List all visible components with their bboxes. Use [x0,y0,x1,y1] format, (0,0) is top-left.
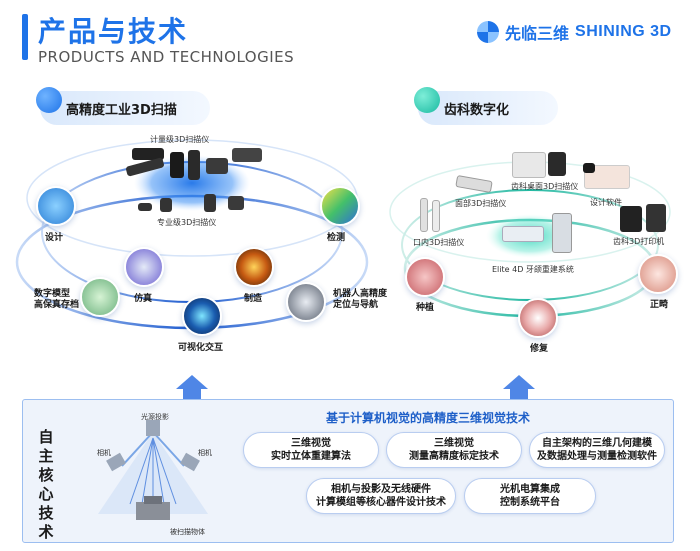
camera-left-icon [106,452,126,472]
teal-dot-icon [414,87,440,113]
robot-scanner-icon [232,148,262,162]
elite-system-label: Elite 4D 牙颌重建系统 [492,265,574,274]
pro-scanner-icon [204,194,216,212]
professional-scanner-label: 专业级3D扫描仪 [157,218,217,227]
frame-left [121,431,154,467]
core-technology-heading: 基于计算机视觉的高精度三维视觉技术 [326,411,531,425]
brand-logo: 先临三维 SHINING 3D [477,20,672,44]
brand-mark-icon [477,21,499,43]
section-pill-dental: 齿科数字化 [414,87,558,125]
robot-line1: 机器人高精度 [333,289,388,299]
tech-control-platform: 光机电算集成 控制系统平台 [464,478,596,514]
brand-name-en: SHINING 3D [575,23,672,40]
tech-2-line1: 三维视觉 [434,438,474,449]
arrow-stem-right [510,389,528,399]
node-label-robot-navigation: 机器人高精度定位与导航 [333,289,387,311]
archive-line1: 数字模型 [34,289,71,299]
intraoral-scanner-2-icon [432,200,440,232]
turntable-icon [138,203,152,211]
tech-hardware-design: 相机与投影及无线硬件 计算模组等核心器件设计技术 [306,478,456,514]
tech-5-line1: 光机电算集成 [500,484,560,495]
title-accent-bar [22,14,28,60]
blue-light-scanner-icon [206,158,228,174]
camera-right-icon [180,452,200,472]
scanned-object-top [144,496,162,504]
dental-printer-icon [620,206,642,232]
dental-printer-label: 齿科3D打印机 [613,237,665,246]
section-pill-industrial: 高精度工业3D扫描 [36,87,210,125]
desktop-dental-scanner-2-icon [548,152,566,176]
tech-3-line2: 及数据处理与测量检测软件 [537,451,657,462]
vr-figure-icon [182,296,222,336]
scanner-arm-icon [132,148,164,160]
turbine-icon [36,186,76,226]
motorcycle-icon [124,247,164,287]
scanned-object-label: 被扫描物体 [170,528,205,536]
dental-printer-2-icon [646,204,666,232]
node-label-digital-archive: 数字模型高保真存档 [34,289,79,311]
intraoral-scanner-icon [420,198,428,232]
tech-1-line2: 实时立体重建算法 [271,451,351,462]
tech-geometry-modeling: 自主架构的三维几何建模 及数据处理与测量检测软件 [529,432,665,468]
node-label-implant: 种植 [416,303,435,313]
tech-realtime-reconstruction: 三维视觉 实时立体重建算法 [243,432,379,468]
elite-device-icon [502,226,544,242]
arrow-up-left-icon [176,375,208,389]
elite-station-icon [552,213,572,253]
arrow-stem-left [183,389,201,399]
scanned-object-icon [136,502,170,520]
blue-dot-icon [36,87,62,113]
camera-right-label: 相机 [198,449,212,457]
frame-right [152,431,185,467]
vase-icon [80,277,120,317]
desktop-scanner-icon [160,198,172,212]
node-label-restoration: 修复 [530,344,549,354]
tech-4-line1: 相机与投影及无线硬件 [331,484,431,495]
section-label-industrial: 高精度工业3D扫描 [66,102,177,118]
desktop-dental-scanner-label: 齿科桌面3D扫描仪 [511,182,579,191]
node-label-visual-interaction: 可视化交互 [178,343,224,353]
tripod-scanner-icon [170,152,184,178]
desktop-dental-scanner-icon [512,152,546,178]
design-software-label: 设计软件 [590,198,622,207]
core-technology-title: 自主核心技术 [38,428,54,541]
face-scanner-label: 面部3D扫描仪 [455,199,507,208]
tech-3-line1: 自主架构的三维几何建模 [542,438,652,449]
robot-line2: 定位与导航 [333,300,379,310]
node-label-inspection: 检测 [327,233,346,243]
camera-left-label: 相机 [97,449,111,457]
ai-badge-icon [583,163,595,173]
casting-icon [234,247,274,287]
metrology-scanner-label: 计量级3D扫描仪 [150,135,210,144]
node-label-manufacturing: 制造 [244,294,263,304]
tech-2-line2: 测量高精度标定技术 [409,451,499,462]
section-label-dental: 齿科数字化 [444,102,510,118]
intraoral-scanner-label: 口内3D扫描仪 [413,238,465,247]
page-title: 产品与技术 [38,15,189,48]
smile-icon [518,298,558,338]
projector-label: 光源投影 [141,413,169,421]
car-door-icon [320,186,360,226]
tech-4-line2: 计算模组等核心器件设计技术 [316,497,446,508]
archive-line2: 高保真存档 [34,300,80,310]
tech-5-line2: 控制系统平台 [500,497,560,508]
tech-calibration: 三维视觉 测量高精度标定技术 [386,432,522,468]
node-label-design: 设计 [45,233,64,243]
orthodontic-icon [638,254,678,294]
structured-light-diagram [98,420,208,520]
arrow-up-right-icon [503,375,535,389]
page-subtitle: PRODUCTS AND TECHNOLOGIES [38,48,295,66]
light-stripes [129,437,177,505]
node-label-simulation: 仿真 [134,294,153,304]
robot-arm-icon [286,282,326,322]
tech-1-line1: 三维视觉 [291,438,331,449]
large-scanner-icon [228,196,244,210]
node-label-orthodontic: 正畸 [650,300,669,310]
implant-icon [405,257,445,297]
projector-icon [146,420,160,436]
brand-name-cn: 先临三维 [505,24,570,43]
tracker-icon [188,150,200,180]
